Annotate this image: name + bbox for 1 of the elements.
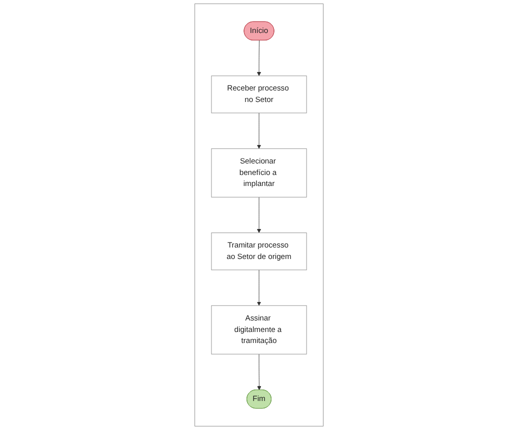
cluster xyxy=(194,4,324,426)
